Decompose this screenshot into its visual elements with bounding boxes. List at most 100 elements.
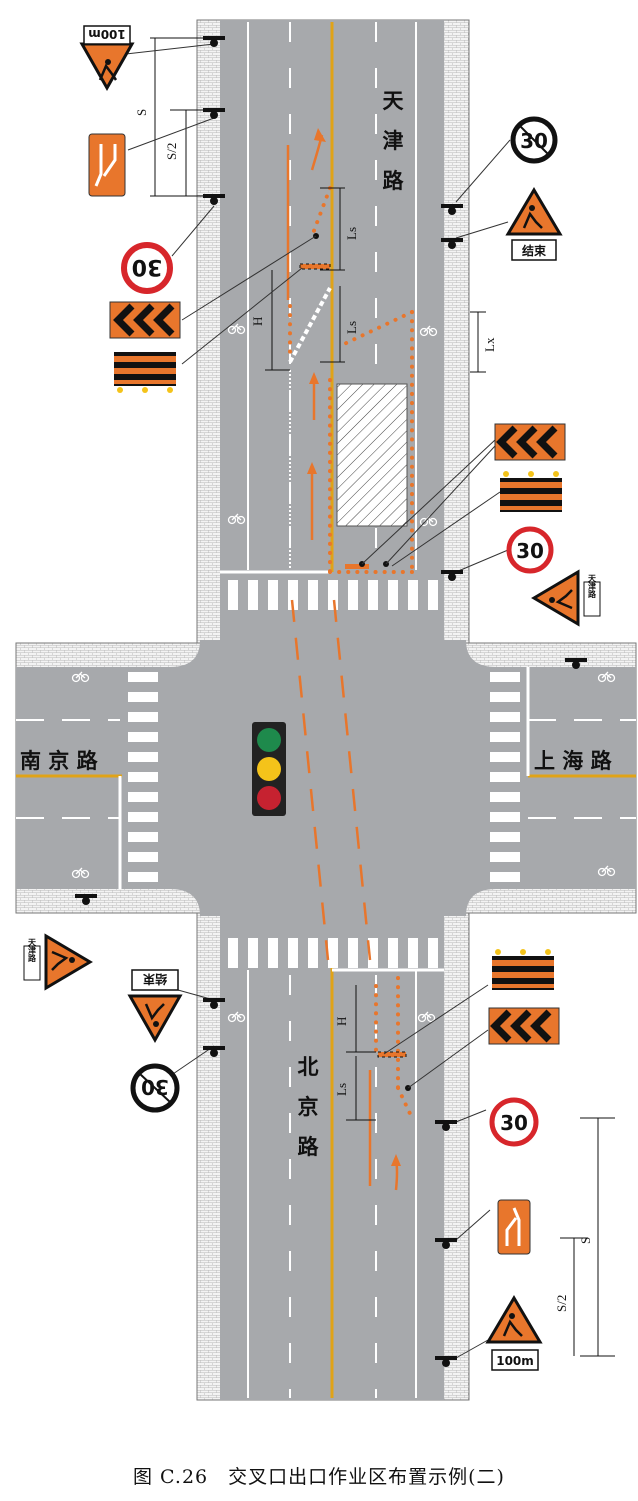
dim-h-north: H: [250, 317, 265, 326]
road-label-north-1: 天: [383, 89, 405, 113]
bicycle-icon: [71, 671, 90, 683]
lane-markings-south: [247, 970, 417, 1398]
crosswalk-stripe: [490, 772, 520, 782]
work-area: [336, 383, 408, 527]
lane-merge-sign-nw: [88, 133, 126, 197]
crosswalk-stripe: [490, 872, 520, 882]
crosswalk-stripe: [388, 938, 398, 968]
bicycle-icon: [419, 325, 438, 337]
crosswalk-stripe: [490, 692, 520, 702]
road-label-north-2: 津: [383, 129, 404, 153]
barrier-sign-nw: [114, 352, 176, 393]
dim-s-south: S: [578, 1237, 593, 1244]
sign-post-icon: [435, 1238, 457, 1249]
crosswalk-stripe: [128, 732, 158, 742]
chevron-sign-se: [488, 1007, 560, 1045]
crosswalk-stripe: [128, 712, 158, 722]
men-at-work-icon: [51, 950, 75, 971]
crosswalk-stripe: [268, 580, 278, 610]
dim-h-south: H: [334, 1017, 349, 1026]
crosswalk-stripe: [490, 712, 520, 722]
figure-caption: 图 C.26 交叉口出口作业区布置示例(二): [133, 1466, 505, 1488]
distance-sign-se-text: 100m: [496, 1354, 534, 1368]
speed-limit-end-sign-ne: 30: [510, 116, 558, 164]
sign-post-icon: [203, 36, 225, 47]
sign-post-icons: [75, 36, 587, 1367]
crosswalk-stripe: [328, 580, 338, 610]
work-end-sign-sw: 结束: [127, 969, 183, 1044]
road-label-south-3: 路: [298, 1135, 320, 1159]
bicycle-icon: [227, 513, 246, 525]
speed-limit-sign-nw: 30: [121, 242, 173, 294]
distance-sign-nw: 100m: [79, 25, 135, 92]
road-labels: 天 津 路 北 京 路 南 京 路 上 海 路: [20, 89, 613, 1159]
crosswalk-stripe: [368, 938, 378, 968]
crosswalk-stripe: [490, 752, 520, 762]
men-at-work-icon: [502, 1313, 523, 1337]
crosswalk-stripe: [228, 938, 238, 968]
crosswalk-stripe: [490, 732, 520, 742]
sign-post-icon: [441, 238, 463, 249]
crosswalk-stripe: [348, 580, 358, 610]
men-at-work-icon: [98, 59, 118, 81]
dim-lx: Lx: [482, 337, 497, 352]
crosswalk-stripe: [490, 812, 520, 822]
dim-ls-south: Ls: [334, 1083, 349, 1096]
sign-post-icon: [435, 1120, 457, 1131]
lane-arrows: [286, 134, 399, 1191]
sign-post-icon: [203, 108, 225, 119]
crosswalk-stripe: [128, 772, 158, 782]
dimension-texts: S S/2 Ls Ls H Lx H Ls S S/2: [134, 109, 593, 1312]
road-name-plate-ne-text: 天津路: [587, 574, 597, 599]
bicycle-icon: [597, 865, 616, 877]
crosswalk-stripe: [128, 852, 158, 862]
bicycle-icon: [71, 867, 90, 879]
crosswalk-stripe: [128, 832, 158, 842]
crosswalk-stripe: [268, 938, 278, 968]
crosswalk-stripe: [228, 580, 238, 610]
arrow-heads: [307, 128, 401, 1166]
crosswalk-stripe: [490, 792, 520, 802]
crosswalk-stripe: [428, 938, 438, 968]
men-at-work-icon: [549, 589, 573, 610]
crosswalk-stripe: [490, 852, 520, 862]
crosswalk-stripe: [128, 792, 158, 802]
crosswalk-stripe: [128, 872, 158, 882]
crosswalk-stripe: [128, 752, 158, 762]
lane-merge-icon: [505, 1207, 521, 1246]
crosswalk-stripe: [368, 580, 378, 610]
speed-limit-se-text: 30: [500, 1111, 528, 1135]
chevron-icon: [113, 303, 175, 337]
sign-post-icon: [565, 658, 587, 669]
road-label-south-1: 北: [298, 1055, 319, 1079]
chevron-sign-nw: [109, 301, 181, 339]
road-label-north-3: 路: [383, 169, 405, 193]
crosswalk-stripe: [428, 580, 438, 610]
lane-markings-north: [247, 22, 417, 570]
speed-limit-ne2-text: 30: [516, 539, 544, 563]
dim-ls-north-1: Ls: [344, 227, 359, 240]
lane-merge-icon: [94, 144, 117, 187]
north-channelization: [288, 186, 414, 1120]
sign-post-icon: [203, 1046, 225, 1057]
dim-half-s-north: S/2: [164, 143, 179, 160]
dimension-lines: [150, 37, 615, 1357]
barrier-sign-ne: [500, 471, 562, 512]
crosswalk-stripe: [248, 938, 258, 968]
work-end-sign-ne: 结束: [505, 187, 563, 261]
speed-limit-sign-se: 30: [489, 1097, 539, 1147]
barrier-icon: [299, 263, 407, 1058]
men-at-work-icon: [144, 1003, 165, 1027]
distance-sign-nw-text: 100m: [88, 27, 126, 41]
bicycle-icon: [597, 671, 616, 683]
crosswalk-stripe: [288, 580, 298, 610]
leader-lines: [125, 43, 511, 1359]
sign-post-icon: [435, 1356, 457, 1367]
dim-s-north: S: [134, 109, 149, 116]
men-at-work-icon: [522, 205, 543, 229]
crosswalk-stripe: [248, 580, 258, 610]
sign-post-icon: [441, 204, 463, 215]
speed-limit-end-sign-sw: 30: [130, 1063, 180, 1113]
road-name-plate-ne: 天津路: [583, 574, 601, 617]
crosswalk-stripe: [328, 938, 338, 968]
